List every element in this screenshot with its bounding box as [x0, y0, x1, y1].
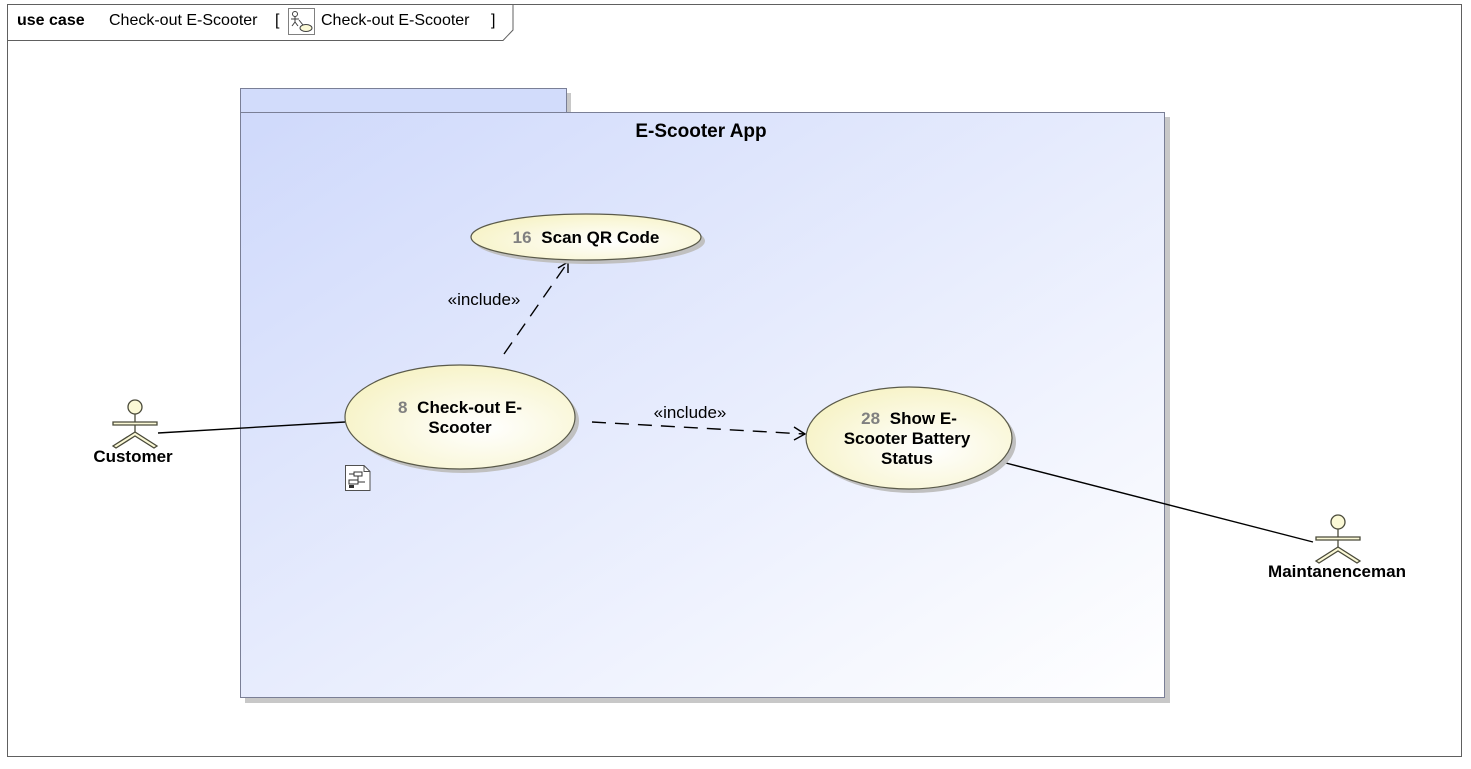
association-maintanenceman[interactable]: [1001, 461, 1314, 543]
use-case-number: 28: [861, 409, 880, 428]
actor-maintanenceman[interactable]: Maintanenceman: [1268, 514, 1406, 581]
use-case-name: Scan QR Code: [541, 228, 659, 247]
actor-name: Maintanenceman: [1268, 562, 1406, 581]
actor-stick-figure-icon: [111, 399, 159, 449]
use-case-name-line-3: Status: [881, 449, 933, 468]
use-case-number: 16: [513, 228, 532, 247]
use-case-label: 28 Show E-: [861, 409, 957, 428]
use-case-label: 8 Check-out E-: [398, 398, 522, 417]
association-customer[interactable]: [157, 421, 346, 434]
use-case-label: 16 Scan QR Code: [513, 228, 660, 247]
system-title: E-Scooter App: [635, 121, 766, 142]
use-case-check-out-e-scooter[interactable]: 8 Check-out E- Scooter: [344, 364, 579, 491]
use-case-name-line-1: Check-out E-: [417, 398, 522, 417]
include-relation-battery[interactable]: «include»: [591, 403, 807, 441]
frame-name: Check-out E-Scooter: [109, 12, 258, 29]
frame-bracket-open: [: [275, 12, 280, 29]
actor-stick-figure-icon: [1314, 514, 1362, 564]
use-case-scan-qr-code[interactable]: 16 Scan QR Code: [470, 213, 705, 264]
actor-customer[interactable]: Customer: [93, 399, 173, 466]
use-case-show-battery-status[interactable]: 28 Show E- Scooter Battery Status: [805, 386, 1016, 493]
use-case-number: 8: [398, 398, 407, 417]
use-case-diagram-icon: [288, 8, 315, 35]
frame-bracket-close: ]: [491, 12, 495, 29]
use-case-name-line-2: Scooter Battery: [844, 429, 971, 448]
diagram-frame: use case Check-out E-Scooter [ Check-out…: [7, 4, 1462, 757]
include-label-battery: «include»: [654, 403, 727, 422]
include-label-scan: «include»: [448, 290, 521, 309]
activity-diagram-icon[interactable]: [345, 465, 371, 491]
actor-name: Customer: [93, 447, 173, 466]
frame-kind: use case: [17, 12, 85, 29]
use-case-name-line-1: Show E-: [890, 409, 957, 428]
frame-diagram-name: Check-out E-Scooter: [321, 12, 470, 29]
use-case-name-line-2: Scooter: [428, 418, 492, 437]
